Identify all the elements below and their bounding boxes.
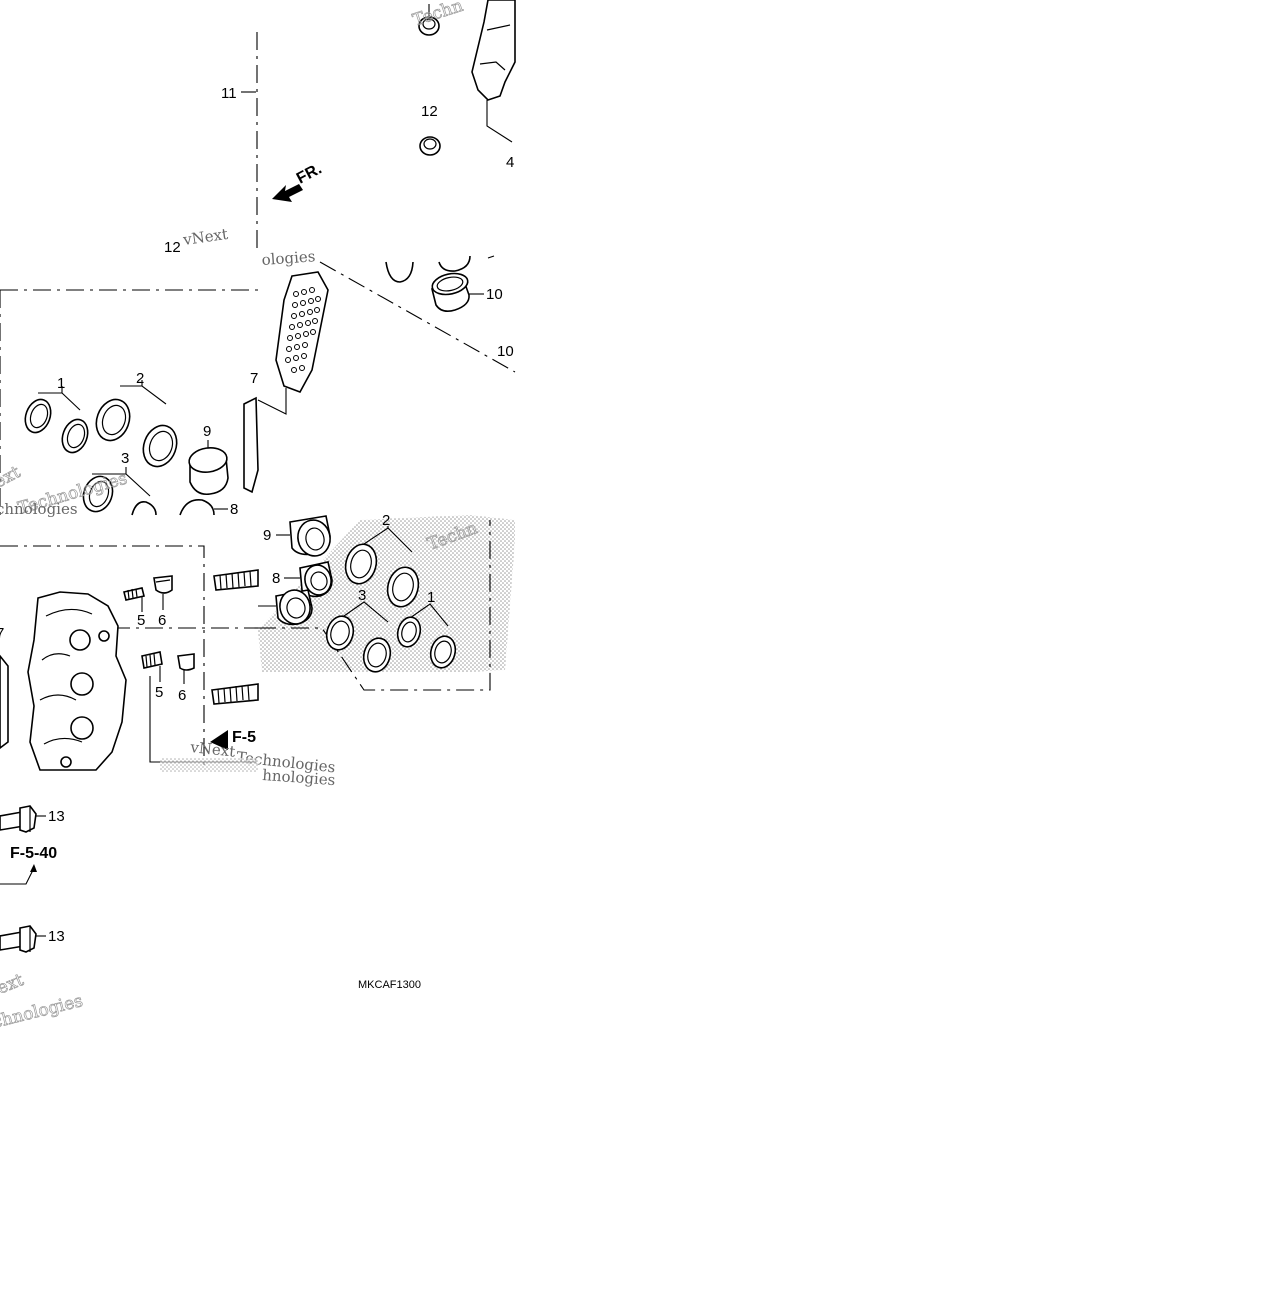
callout-8: 8 xyxy=(230,501,238,518)
caliper-bracket xyxy=(0,654,9,749)
reference-arrow-icon xyxy=(30,864,37,872)
seal-ring xyxy=(429,635,457,669)
leader-line xyxy=(61,392,81,411)
seal-ring xyxy=(344,543,378,585)
callout-6-lower: 6 xyxy=(178,687,186,704)
callout-10-piston: 10 xyxy=(486,286,503,303)
seal-ring xyxy=(396,616,422,648)
callout-1: 1 xyxy=(57,375,65,392)
piston xyxy=(299,561,333,598)
seal-ring xyxy=(131,500,157,516)
shaded-area xyxy=(160,758,258,772)
watermark: vNext xyxy=(181,225,229,249)
callout-13-lower: 13 xyxy=(48,928,65,945)
callout-2: 2 xyxy=(382,512,390,529)
bleeder-cap xyxy=(177,653,195,671)
callout-13-upper: 13 xyxy=(48,808,65,825)
caliper-body xyxy=(27,591,127,771)
leader-line xyxy=(487,255,495,259)
callout-12-upper: 12 xyxy=(421,103,438,120)
perforated-brake-pad xyxy=(275,271,329,393)
reference-code-partial: F-5 xyxy=(232,729,256,746)
callout-3: 3 xyxy=(358,587,366,604)
seal-ring xyxy=(24,398,52,434)
callout-7: 7 xyxy=(0,625,4,642)
tile-piston-kit: 9 8 2 xyxy=(258,512,515,691)
leader-line xyxy=(486,100,513,143)
callout-6-upper: 6 xyxy=(158,612,166,629)
callout-5-lower: 5 xyxy=(155,684,163,701)
shaded-area xyxy=(258,515,515,672)
flange-bolt xyxy=(0,925,37,953)
leader-line xyxy=(120,385,167,405)
piston xyxy=(275,589,313,626)
callout-4: 4 xyxy=(506,154,514,171)
callout-9: 9 xyxy=(263,527,271,544)
front-direction-label: FR. xyxy=(294,160,325,187)
seal-ring xyxy=(362,637,392,673)
frame-line xyxy=(0,545,205,770)
seal-ring xyxy=(325,615,355,651)
watermark: ext xyxy=(0,462,24,492)
callout-8: 8 xyxy=(272,570,280,587)
leader-line xyxy=(0,867,35,885)
leader-line xyxy=(343,601,389,623)
watermark: hnologies xyxy=(262,766,336,789)
caliper-pin xyxy=(211,683,259,705)
front-direction-arrow-icon xyxy=(272,184,303,202)
callout-1: 1 xyxy=(427,589,435,606)
bushing-part xyxy=(418,16,440,36)
brake-pad xyxy=(471,0,516,101)
callout-2: 2 xyxy=(136,370,144,387)
seal-ring xyxy=(61,418,89,454)
tile-seal-kit: 1 2 9 3 xyxy=(0,289,259,519)
seal-ring xyxy=(438,255,471,272)
reference-arrow-icon xyxy=(210,730,228,750)
leader-line xyxy=(409,603,449,627)
caliper-bracket xyxy=(243,396,259,494)
bushing-part xyxy=(419,136,441,156)
callout-12-lower: 12 xyxy=(164,239,181,256)
tile-top: 11 12 4 FR. 12 Techn vNext xyxy=(164,0,516,256)
tile-bolts: 13 F-5-40 13 ext chnologies xyxy=(0,805,85,1033)
seal-ring xyxy=(142,424,178,468)
piston xyxy=(179,498,215,516)
seal-ring xyxy=(386,566,420,608)
seal-ring xyxy=(95,398,131,442)
tile-pad-pistons: ologies xyxy=(257,247,516,415)
tile-caliper-body: 7 5 6 5 6 xyxy=(0,545,336,789)
caliper-pin xyxy=(213,569,259,591)
leader-line xyxy=(257,388,287,415)
bleeder-screw xyxy=(123,587,145,601)
seal-ring xyxy=(385,261,414,283)
bleeder-screw xyxy=(141,651,163,669)
flange-bolt xyxy=(0,805,37,833)
axis-line xyxy=(319,261,516,373)
watermark: chnologies xyxy=(0,991,85,1033)
callout-10-line: 10 xyxy=(497,343,514,360)
piston xyxy=(289,515,331,557)
diagram-part-code: MKCAF1300 xyxy=(358,979,421,991)
callout-5-upper: 5 xyxy=(137,612,145,629)
watermark: vNext xyxy=(189,738,237,761)
piston xyxy=(188,447,229,496)
callout-9: 9 xyxy=(203,423,211,440)
watermark: chnologies xyxy=(0,500,78,518)
frame-line xyxy=(258,520,491,691)
watermark: ologies xyxy=(261,247,316,269)
seal-ring xyxy=(82,475,114,513)
callout-11: 11 xyxy=(221,85,237,102)
piston xyxy=(431,272,470,312)
reference-code: F-5-40 xyxy=(10,845,57,862)
callout-3: 3 xyxy=(121,450,129,467)
watermark: ext xyxy=(0,970,27,999)
bleeder-cap xyxy=(153,575,173,594)
callout-7-partial: 7 xyxy=(250,370,258,387)
